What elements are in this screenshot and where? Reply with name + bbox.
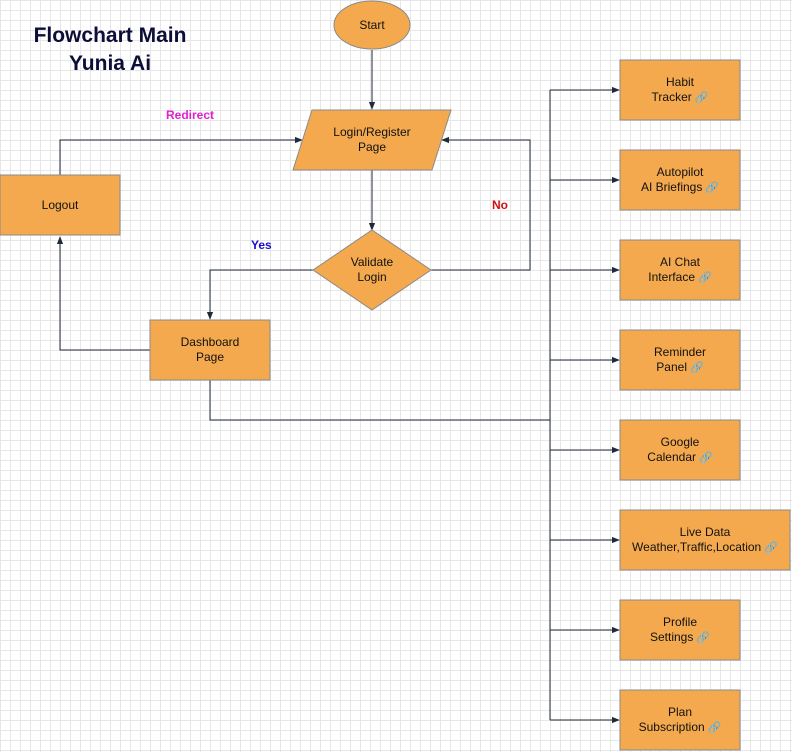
feature-label-line2: Tracker🔗 xyxy=(652,90,709,106)
dashboard-node[interactable] xyxy=(149,319,271,381)
feature-label-line2: Calendar🔗 xyxy=(647,450,712,466)
feature-label-line2-text: Interface xyxy=(648,269,695,284)
login-text-line2: Page xyxy=(357,140,387,154)
diagram-title-line1: Flowchart Main xyxy=(33,24,187,47)
link-icon[interactable]: 🔗 xyxy=(698,271,712,284)
feature-label-line1: Plan xyxy=(667,704,693,719)
logout-node-label: Logout xyxy=(0,175,120,235)
feature-label-line2-text: Tracker xyxy=(651,89,692,104)
feature-node-plan-subscription[interactable] xyxy=(619,689,741,751)
feature-label-line2-text: Calendar xyxy=(647,449,696,464)
edge-validate-yes xyxy=(206,269,313,320)
diagram-title-line2: Yunia Ai xyxy=(68,52,152,75)
feature-label-line2: Interface🔗 xyxy=(648,270,711,286)
dashboard-text-line2: Page xyxy=(195,350,225,364)
feature-label-line2: Subscription🔗 xyxy=(639,720,722,736)
edge-dashboard-to-logout xyxy=(56,236,150,351)
feature-label-line2: Panel🔗 xyxy=(656,360,703,376)
feature-label-line2-text: AI Briefings xyxy=(640,179,703,194)
feature-node-habit-tracker[interactable] xyxy=(619,59,741,121)
validate-text-line2: Login xyxy=(357,270,387,284)
edge-dashboard-bus xyxy=(209,380,550,421)
feature-label-line2-text: Panel xyxy=(656,359,687,374)
edge-logout-redirect xyxy=(59,136,303,175)
feature-label-line1: AI Chat xyxy=(659,254,701,269)
feature-label-line1: Live Data xyxy=(679,524,731,539)
link-icon[interactable]: 🔗 xyxy=(764,541,778,554)
feature-node-live-data-weather-traffic-location[interactable] xyxy=(619,509,791,571)
feature-node-profile-settings[interactable] xyxy=(619,599,741,661)
login-node-label: Login/Register Page xyxy=(312,110,432,170)
login-register-node[interactable] xyxy=(292,109,452,171)
feature-node-reminder-panel[interactable] xyxy=(619,329,741,391)
feature-label-line1: Habit xyxy=(665,74,694,89)
feature-label-line1: Google xyxy=(660,434,700,449)
feature-label-line2: Weather,Traffic,Location🔗 xyxy=(632,540,778,556)
yes-label: Yes xyxy=(251,238,272,252)
logout-text: Logout xyxy=(41,197,79,212)
login-text-line1: Login/Register xyxy=(333,125,411,139)
link-icon[interactable]: 🔗 xyxy=(707,721,722,734)
link-icon[interactable]: 🔗 xyxy=(699,451,713,464)
feature-node-google-calendar[interactable] xyxy=(619,419,741,481)
link-icon[interactable]: 🔗 xyxy=(694,91,709,104)
feature-label-line1: Profile xyxy=(662,614,697,629)
feature-node-ai-chat-interface[interactable] xyxy=(619,239,741,301)
validate-login-node[interactable] xyxy=(312,229,432,311)
feature-label-line1: Reminder xyxy=(653,344,707,359)
feature-label-line2-text: Settings xyxy=(649,629,694,644)
validate-node-label: Validate Login xyxy=(320,240,424,300)
link-icon[interactable]: 🔗 xyxy=(690,361,704,374)
link-icon[interactable]: 🔗 xyxy=(696,631,711,644)
logout-node[interactable] xyxy=(0,174,121,236)
start-node-label: Start xyxy=(334,1,410,49)
start-node[interactable] xyxy=(333,0,411,50)
dashboard-node-label: Dashboard Page xyxy=(150,320,270,380)
edge-validate-no xyxy=(431,136,531,271)
no-label: No xyxy=(492,198,508,212)
dashboard-text-line1: Dashboard xyxy=(180,335,240,349)
feature-label-line1: Autopilot xyxy=(656,164,704,179)
feature-label-line2: Settings🔗 xyxy=(650,630,710,646)
redirect-label: Redirect xyxy=(166,108,215,122)
start-text: Start xyxy=(359,17,385,32)
feature-label-line2: AI Briefings🔗 xyxy=(641,180,719,196)
validate-text-line1: Validate xyxy=(350,255,394,269)
feature-label-line2-text: Subscription xyxy=(638,719,705,734)
link-icon[interactable]: 🔗 xyxy=(705,181,720,194)
feature-label-line2-text: Weather,Traffic,Location xyxy=(632,539,762,554)
feature-node-autopilot-ai-briefings[interactable] xyxy=(619,149,741,211)
